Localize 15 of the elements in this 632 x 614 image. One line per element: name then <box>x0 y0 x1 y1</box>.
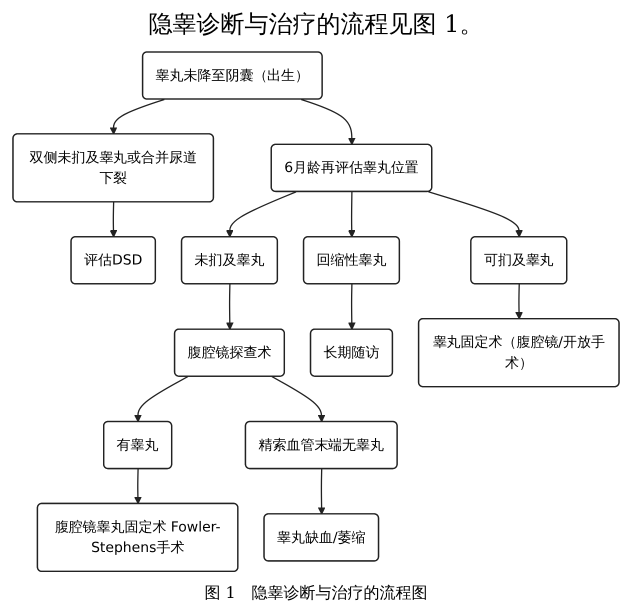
arrow <box>272 376 326 422</box>
arrow <box>348 284 356 330</box>
arrow <box>226 191 296 238</box>
figure-caption: 图 1 隐睾诊断与治疗的流程图 <box>204 583 428 604</box>
arrow <box>348 192 356 238</box>
arrow <box>134 376 188 422</box>
arrow <box>301 98 356 145</box>
arrow <box>134 468 142 504</box>
arrow <box>428 191 523 238</box>
heading: 隐睾诊断与治疗的流程见图 1。 <box>148 9 484 40</box>
arrow <box>515 284 523 320</box>
arrow <box>226 284 234 330</box>
arrow <box>318 468 326 514</box>
arrow <box>110 98 165 134</box>
arrow <box>110 202 118 238</box>
